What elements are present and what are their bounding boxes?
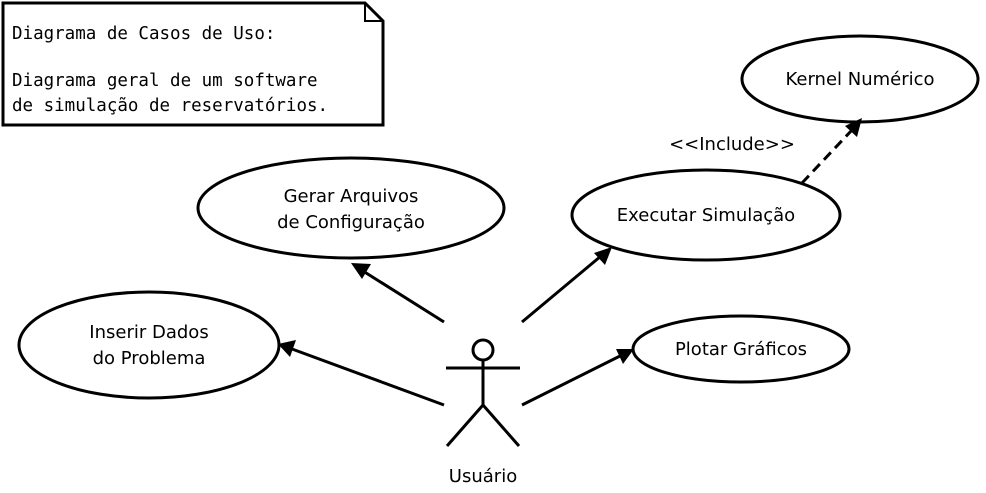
actor-head [471,338,495,362]
use-case-label-line-2: de Configuração [277,212,425,233]
arrowhead [594,247,612,265]
actor-label: Usuário [449,466,517,487]
include-label: <<Include>> [669,134,795,155]
use-case-label-line-2: do Problema [93,348,206,369]
use-case-label: Executar Simulação [617,205,795,226]
use-case-label-line-1: Gerar Arquivos [284,186,419,207]
note-fold [364,3,383,22]
use-case-inserir-dados[interactable]: Inserir Dados do Problema [17,290,281,400]
association-gerar [351,263,445,324]
arrowhead [845,118,862,137]
use-case-plotar-graficos[interactable]: Plotar Gráficos [631,314,851,384]
include-dependency [800,118,862,185]
association-inserir [278,340,445,407]
note-line-2: Diagrama geral de um software [12,71,318,91]
use-case-label: Kernel Numérico [785,69,934,90]
use-case-kernel-numerico[interactable]: Kernel Numérico [740,34,980,124]
use-case-executar-simulacao[interactable]: Executar Simulação [570,168,842,262]
actor-left-leg [445,404,485,447]
arrowhead [616,349,634,364]
use-case-ellipse [17,290,281,400]
actor-right-leg [481,404,521,447]
note-line-3: de simulação de reservatórios. [12,96,328,116]
actor-usuario[interactable]: Usuário [445,338,521,487]
use-case-label: Plotar Gráficos [675,339,807,360]
use-case-label-line-1: Inserir Dados [89,322,208,343]
association-plotar [521,349,634,407]
association-executar [521,247,612,324]
note-line-1: Diagrama de Casos de Uso: [12,24,275,44]
use-case-ellipse [570,168,842,262]
use-case-ellipse [196,156,506,260]
note: Diagrama de Casos de Uso: Diagrama geral… [1,1,385,127]
use-case-gerar-arquivos[interactable]: Gerar Arquivos de Configuração [196,156,506,260]
note-box [1,1,385,127]
arrowhead [351,263,371,279]
arrowhead [278,340,296,357]
